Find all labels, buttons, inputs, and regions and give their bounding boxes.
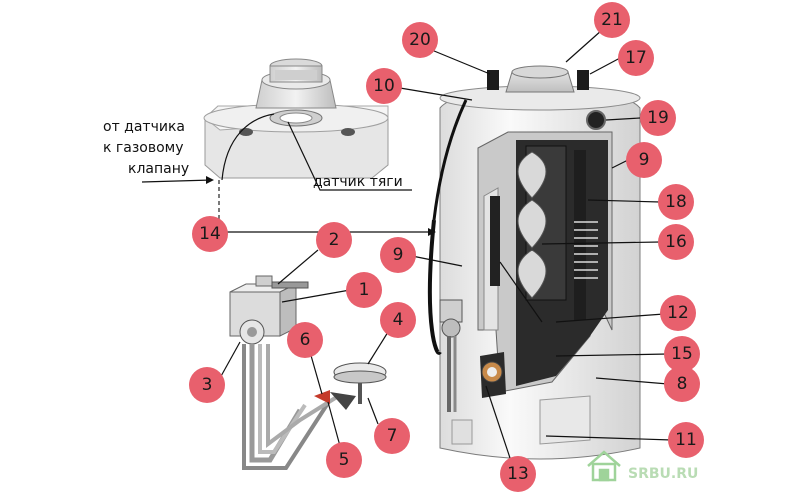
svg-text:14: 14 <box>199 224 221 244</box>
watermark: SRBU.RU <box>587 450 698 482</box>
callout-13: 13 <box>500 456 536 492</box>
svg-text:5: 5 <box>339 450 350 470</box>
svg-text:3: 3 <box>202 375 213 395</box>
callout-5: 5 <box>326 442 362 478</box>
callout-21: 21 <box>594 2 630 38</box>
svg-text:7: 7 <box>387 426 398 446</box>
svg-text:10: 10 <box>373 76 395 96</box>
callout-15: 15 <box>664 336 700 372</box>
svg-text:12: 12 <box>667 303 689 323</box>
callout-12: 12 <box>660 295 696 331</box>
callout-18: 18 <box>658 184 694 220</box>
callout-7: 7 <box>374 418 410 454</box>
svg-text:17: 17 <box>625 48 647 68</box>
callout-16: 16 <box>658 224 694 260</box>
callout-1: 1 <box>346 272 382 308</box>
svg-text:15: 15 <box>671 344 693 364</box>
house-logo-icon <box>587 450 621 482</box>
sensor-arrow-line <box>141 179 213 183</box>
sensor-label-line2: к газовому <box>103 140 184 156</box>
svg-text:6: 6 <box>300 330 311 350</box>
svg-text:9: 9 <box>393 245 404 265</box>
watermark-text: SRBU.RU <box>628 466 698 482</box>
callout-4: 4 <box>380 302 416 338</box>
callout-20: 20 <box>402 22 438 58</box>
sensor-label-line3: клапану <box>128 161 189 177</box>
svg-text:11: 11 <box>675 430 697 450</box>
svg-text:18: 18 <box>665 192 687 212</box>
leader-lines <box>219 29 673 459</box>
callout-8: 8 <box>664 366 700 402</box>
svg-text:19: 19 <box>647 108 669 128</box>
sensor-label-line1: от датчика <box>103 119 185 135</box>
callout-9-right: 9 <box>626 142 662 178</box>
draft-sensor-leader <box>287 121 412 191</box>
svg-text:20: 20 <box>409 30 431 50</box>
svg-text:2: 2 <box>329 230 340 250</box>
water-heater-tank <box>439 65 641 460</box>
sensor-wire <box>221 113 275 181</box>
svg-text:16: 16 <box>665 232 687 252</box>
svg-text:9: 9 <box>639 150 650 170</box>
callout-19: 19 <box>640 100 676 136</box>
callout-3: 3 <box>189 367 225 403</box>
callout-14: 14 <box>192 216 228 252</box>
flue-cap <box>203 58 389 179</box>
callout-6: 6 <box>287 322 323 358</box>
svg-text:4: 4 <box>393 310 404 330</box>
callout-badges: 1 2 3 4 5 6 7 8 9 9 10 11 12 13 14 15 16… <box>189 2 704 492</box>
callout-10: 10 <box>366 68 402 104</box>
svg-text:21: 21 <box>601 10 623 30</box>
draft-sensor-label: датчик тяги <box>313 174 403 190</box>
svg-text:13: 13 <box>507 464 529 484</box>
callout-17: 17 <box>618 40 654 76</box>
callout-2: 2 <box>316 222 352 258</box>
callout-11: 11 <box>668 422 704 458</box>
svg-text:8: 8 <box>677 374 688 394</box>
gas-valve-assembly <box>229 275 387 470</box>
callout-9-left: 9 <box>380 237 416 273</box>
tank-cable <box>427 219 442 355</box>
svg-text:1: 1 <box>359 280 370 300</box>
